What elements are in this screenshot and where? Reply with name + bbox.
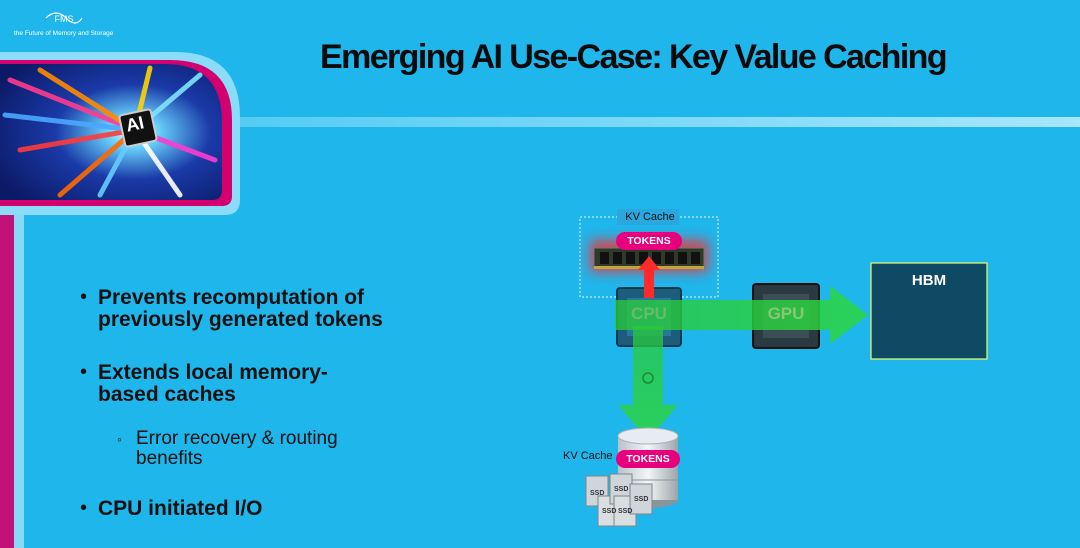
bullet-item: Extends local memory-based caches xyxy=(98,361,328,406)
svg-text:SSD: SSD xyxy=(590,490,604,497)
tokens-bottom-badge: TOKENS xyxy=(616,450,680,468)
kv-cache-bottom-label: KV Cache xyxy=(563,450,613,462)
tokens-top-badge: TOKENS xyxy=(616,232,682,250)
bullet-dot: • xyxy=(80,286,88,308)
kv-cache-top-tab xyxy=(617,209,679,225)
kv-cache-top-label: KV Cache xyxy=(625,211,675,223)
svg-text:FMS: FMS xyxy=(55,14,74,24)
svg-text:SSD: SSD xyxy=(614,486,628,493)
hbm-box xyxy=(870,262,988,360)
cpu-label: CPU xyxy=(631,304,667,323)
ssd-stack-icon: SSD SSD SSD SSD SSD xyxy=(585,473,653,527)
page-title: Emerging AI Use-Case: Key Value Caching xyxy=(320,38,948,76)
bullet-item: CPU initiated I/O xyxy=(98,497,263,520)
gpu-label: GPU xyxy=(767,304,805,323)
svg-text:SSD: SSD xyxy=(634,496,648,503)
logo-tagline: the Future of Memory and Storage xyxy=(14,30,114,37)
bullet-dot: • xyxy=(80,497,88,519)
svg-text:SSD: SSD xyxy=(618,508,632,515)
arrow-to-memory xyxy=(638,256,660,298)
bullet-item: Prevents recomputation of previously gen… xyxy=(98,286,383,331)
fms-logo-icon: FMS xyxy=(45,12,83,24)
sub-bullet-dot: ◦ xyxy=(117,431,122,447)
kv-cache-diagram: SSD SSD SSD SSD SSD xyxy=(579,209,988,527)
svg-text:SSD: SSD xyxy=(602,508,616,515)
hbm-label: HBM xyxy=(911,272,947,289)
sub-bullet-item: Error recovery & routing benefits xyxy=(136,428,338,469)
arrow-cpu-to-hbm xyxy=(615,286,868,344)
bullet-dot: • xyxy=(80,361,88,383)
